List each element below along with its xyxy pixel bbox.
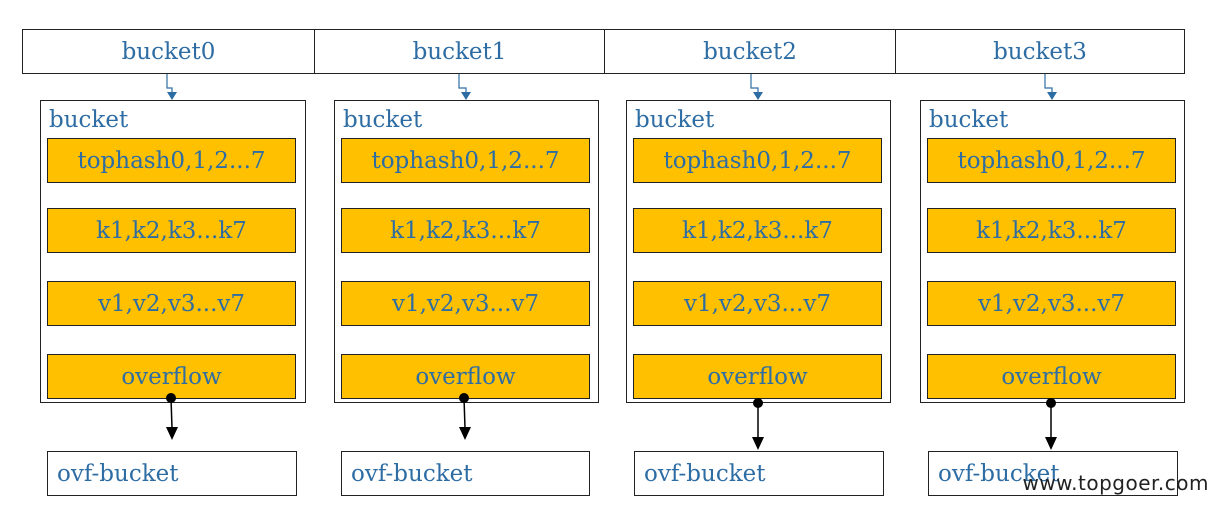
ovf-bucket-3: ovf-bucket	[928, 451, 1178, 496]
overflow-field: overflow	[927, 354, 1176, 399]
arrowhead-icon	[1047, 92, 1057, 100]
keys-field: k1,k2,k3...k7	[633, 208, 882, 253]
tophash-field: tophash0,1,2...7	[341, 138, 590, 183]
arrowhead-icon	[461, 92, 471, 100]
tophash-field: tophash0,1,2...7	[633, 138, 882, 183]
tophash-field: tophash0,1,2...7	[927, 138, 1176, 183]
arrowhead-icon	[752, 437, 764, 450]
ovf-bucket-1: ovf-bucket	[341, 451, 590, 496]
bucket-array-cell-3: bucket3	[895, 30, 1184, 73]
bucket-array: bucket0 bucket1 bucket2 bucket3	[22, 29, 1185, 74]
bucket-array-cell-0: bucket0	[121, 38, 216, 65]
bucket-array-cell-1: bucket1	[314, 30, 604, 73]
arrowhead-icon	[167, 92, 177, 100]
pointer-arrow-0	[166, 74, 173, 99]
values-field: v1,v2,v3...v7	[341, 281, 590, 326]
values-field: v1,v2,v3...v7	[47, 281, 296, 326]
bucket-title: bucket	[635, 107, 715, 133]
tophash-field: tophash0,1,2...7	[47, 138, 296, 183]
bucket-title: bucket	[49, 107, 129, 133]
values-field: v1,v2,v3...v7	[633, 281, 882, 326]
values-field: v1,v2,v3...v7	[927, 281, 1176, 326]
keys-field: k1,k2,k3...k7	[927, 208, 1176, 253]
pointer-arrow-3	[1044, 74, 1053, 99]
ovf-bucket-2: ovf-bucket	[634, 451, 884, 496]
keys-field: k1,k2,k3...k7	[341, 208, 590, 253]
overflow-field: overflow	[341, 354, 590, 399]
pointer-arrow-1	[458, 74, 467, 99]
pointer-arrow-2	[750, 74, 759, 99]
overflow-field: overflow	[47, 354, 296, 399]
watermark: www.topgoer.com	[1022, 471, 1209, 495]
keys-field: k1,k2,k3...k7	[47, 208, 296, 253]
arrowhead-icon	[753, 92, 763, 100]
overflow-field: overflow	[633, 354, 882, 399]
bucket-title: bucket	[343, 107, 423, 133]
arrowhead-icon	[459, 427, 471, 440]
arrowhead-icon	[1045, 437, 1057, 450]
bucket-array-cell-2: bucket2	[604, 30, 895, 73]
arrowhead-icon	[166, 427, 178, 440]
bucket-title: bucket	[929, 107, 1009, 133]
ovf-bucket-0: ovf-bucket	[47, 451, 297, 496]
